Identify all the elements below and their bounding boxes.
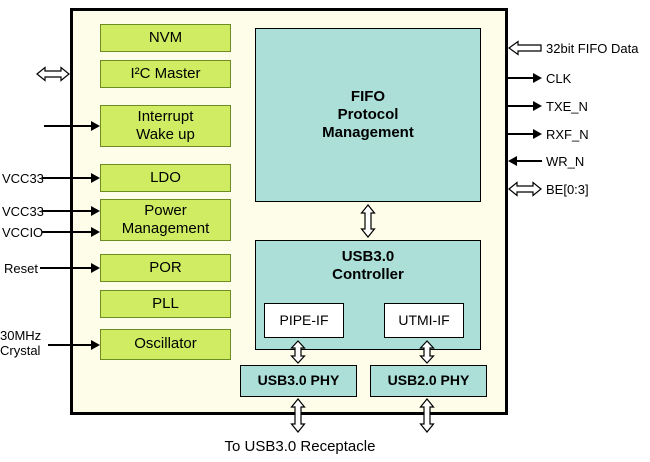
- vcc33-pm-arrow: [42, 206, 100, 216]
- block-usb3-phy: USB3.0 PHY: [240, 365, 357, 397]
- crystal-oscillator-arrow: [48, 340, 100, 350]
- block-por: POR: [100, 254, 231, 282]
- reset-por-arrow: [40, 263, 100, 273]
- block-utmi-if: UTMI-IF: [384, 303, 464, 338]
- label-fifo-data: 32bit FIFO Data: [546, 41, 639, 56]
- block-i2c-master: I²C Master: [100, 60, 231, 88]
- vccio-pm-arrow: [42, 227, 100, 237]
- txe-output-arrow: [508, 101, 542, 111]
- label-be: BE[0:3]: [546, 182, 589, 197]
- clk-output-arrow: [508, 73, 542, 83]
- label-wr-n: WR_N: [546, 154, 585, 169]
- block-oscillator: Oscillator: [100, 329, 231, 360]
- label-vccio: VCCIO: [2, 225, 44, 240]
- i2c-bidirectional-arrow: [36, 66, 70, 82]
- block-usb2-phy: USB2.0 PHY: [370, 365, 487, 397]
- label-txe-n: TXE_N: [546, 99, 588, 114]
- label-clk: CLK: [546, 71, 572, 86]
- pipe-to-usb3phy-arrow: [290, 340, 306, 364]
- block-pll: PLL: [100, 290, 231, 318]
- block-nvm: NVM: [100, 24, 231, 52]
- usb3phy-to-receptacle-arrow: [290, 398, 306, 433]
- block-fifo-protocol-management: FIFO Protocol Management: [255, 28, 481, 202]
- label-30mhz-crystal: 30MHz Crystal: [0, 328, 42, 359]
- usb2phy-to-receptacle-arrow: [419, 398, 435, 433]
- fifo-data-input-arrow: [508, 40, 542, 56]
- block-power-management: Power Management: [100, 199, 231, 241]
- block-ldo: LDO: [100, 164, 231, 192]
- label-reset: Reset: [4, 261, 38, 276]
- block-pipe-if: PIPE-IF: [264, 303, 344, 338]
- label-rxf-n: RXF_N: [546, 127, 589, 142]
- label-vcc33-pm: VCC33: [2, 204, 44, 219]
- label-vcc33-ldo: VCC33: [2, 171, 44, 186]
- fifo-to-controller-arrow: [360, 204, 376, 238]
- interrupt-input-arrow: [44, 121, 100, 131]
- utmi-to-usb2phy-arrow: [419, 340, 435, 364]
- label-usb3-receptacle: To USB3.0 Receptacle: [224, 438, 376, 455]
- wr-input-arrow: [508, 156, 542, 166]
- vcc33-ldo-arrow: [42, 173, 100, 183]
- rxf-output-arrow: [508, 129, 542, 139]
- block-interrupt-wakeup: Interrupt Wake up: [100, 105, 231, 147]
- be-bidirectional-arrow: [508, 181, 542, 197]
